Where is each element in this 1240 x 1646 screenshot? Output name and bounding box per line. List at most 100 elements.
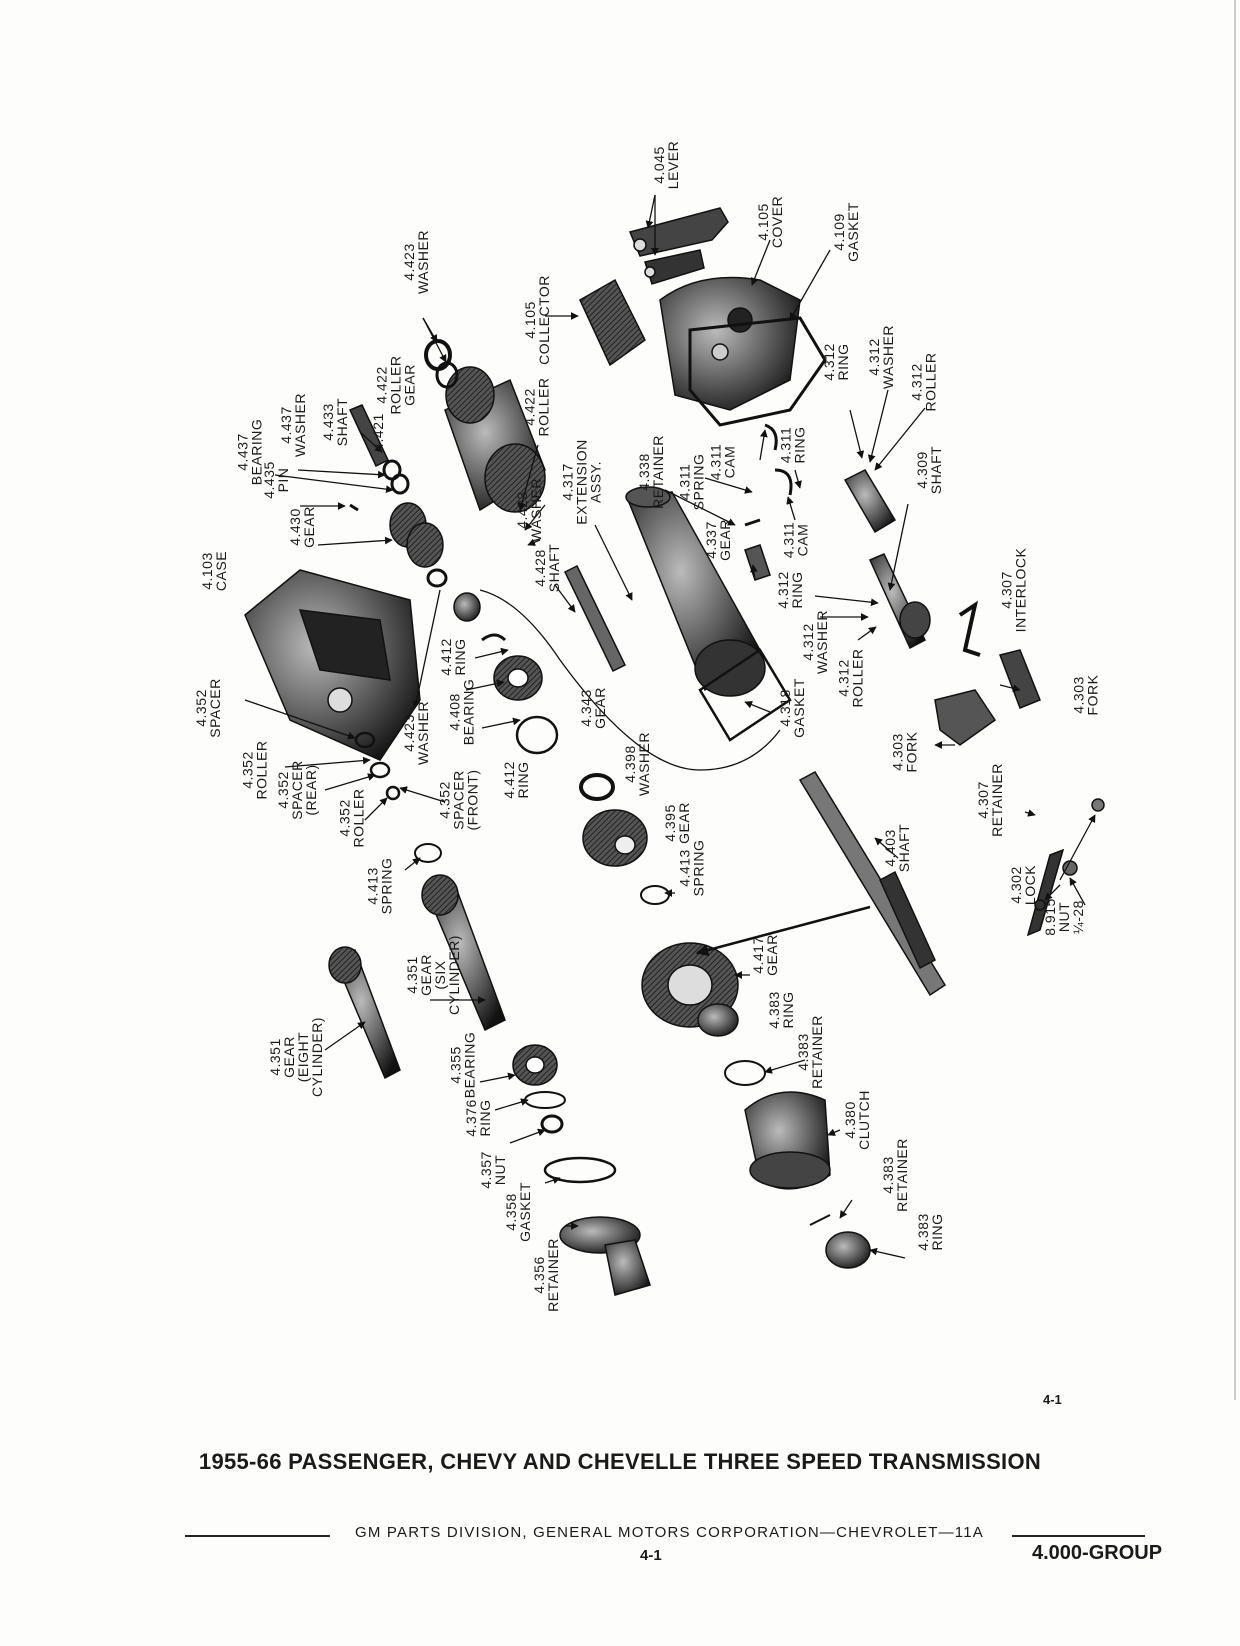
part-label-line: SHAFT: [546, 543, 563, 593]
part-label-line: BEARING: [460, 1031, 477, 1099]
part-label-line: 4.303: [888, 733, 905, 771]
retainer-356: [559, 1216, 651, 1296]
part-label-line: 4.413: [675, 849, 692, 887]
part-label-line: SPRING: [377, 857, 394, 915]
idler-gear-430: [389, 502, 444, 568]
part-label-4421: 4.421: [369, 413, 386, 451]
extension-part: [625, 486, 766, 697]
part-label-line: GASKET: [844, 202, 861, 262]
part-label-line: WASHER: [813, 610, 830, 674]
part-label-line: 4.312: [820, 343, 837, 381]
part-label-line: SPACER: [450, 770, 467, 830]
part-label-line: 4.302: [1008, 866, 1025, 904]
part-label-line: PIN: [274, 467, 291, 493]
part-label-line: GEAR: [591, 687, 608, 729]
part-label-line: SHAFT: [896, 823, 913, 873]
cluster-gear-part: [444, 366, 546, 513]
part-label-line: BEARING: [459, 678, 476, 746]
part-label-line: 4.352: [436, 781, 453, 819]
part-label-line: RETAINER: [544, 1238, 561, 1312]
part-label-line: 4.437: [277, 406, 294, 444]
part-label-line: 4.343: [577, 689, 594, 727]
part-label-line: 4.423: [400, 714, 417, 752]
part-label-line: 4.433: [320, 403, 337, 441]
part-label-line: 4.421: [369, 413, 386, 451]
part-label-line: 4.307: [974, 781, 991, 819]
part-label-line: GEAR: [300, 506, 317, 548]
footer-division: GM PARTS DIVISION, GENERAL MOTORS CORPOR…: [355, 1524, 984, 1541]
part-label-line: SPRING: [689, 839, 706, 897]
lever-part: [628, 207, 729, 285]
part-label-line: CYLINDER): [445, 935, 462, 1015]
part-label-line: CASE: [213, 550, 230, 592]
part-label-line: 4.352: [336, 799, 353, 837]
part-label-line: 4.338: [635, 453, 652, 491]
part-label-line: 4.423: [513, 491, 530, 529]
part-label-line: 4.103: [199, 552, 216, 590]
part-label-line: GEAR: [401, 364, 418, 406]
part-label-line: 4.376: [462, 1099, 479, 1137]
interlock-307: [958, 600, 981, 657]
footer-group: 4.000-GROUP: [1032, 1542, 1163, 1564]
part-label-line: (SIX: [431, 960, 448, 990]
part-label-line: RING: [834, 343, 851, 381]
part-label-line: 4.312: [835, 659, 852, 697]
gear-395: [579, 773, 648, 867]
part-label-line: 4.403: [882, 829, 899, 867]
part-label-line: RETAINER: [988, 763, 1005, 837]
part-label-line: 4.408: [445, 693, 462, 731]
part-label-line: 4.351: [403, 956, 420, 994]
part-label-line: 4.383: [794, 1033, 811, 1071]
part-label-line: ¼-28: [1069, 900, 1086, 934]
part-label-line: 4.351: [266, 1038, 283, 1076]
part-label-line: 8.915: [1041, 898, 1058, 936]
bearing-408: [493, 655, 543, 701]
washer-423-top: [424, 339, 452, 371]
ring-383: [697, 1003, 739, 1037]
part-label-line: 4.045: [651, 146, 668, 184]
part-label-line: 4.352: [192, 689, 209, 727]
part-label-line: 4.317: [559, 463, 576, 501]
speedo-gear-337: [744, 544, 771, 581]
part-label-line: ROLLER: [849, 648, 866, 708]
part-label-line: GEAR: [716, 519, 733, 561]
part-label-line: RING: [788, 571, 805, 609]
part-label-line: SHAFT: [334, 397, 351, 447]
part-label-line: 4.395: [661, 804, 678, 842]
part-label-line: CAM: [720, 445, 737, 479]
part-label-line: 4.383: [914, 1213, 931, 1251]
footer-rule-left: [185, 1535, 330, 1537]
part-label-line: WASHER: [414, 230, 431, 294]
part-label-line: 4.435: [260, 461, 277, 499]
part-label-line: 4.428: [532, 549, 549, 587]
